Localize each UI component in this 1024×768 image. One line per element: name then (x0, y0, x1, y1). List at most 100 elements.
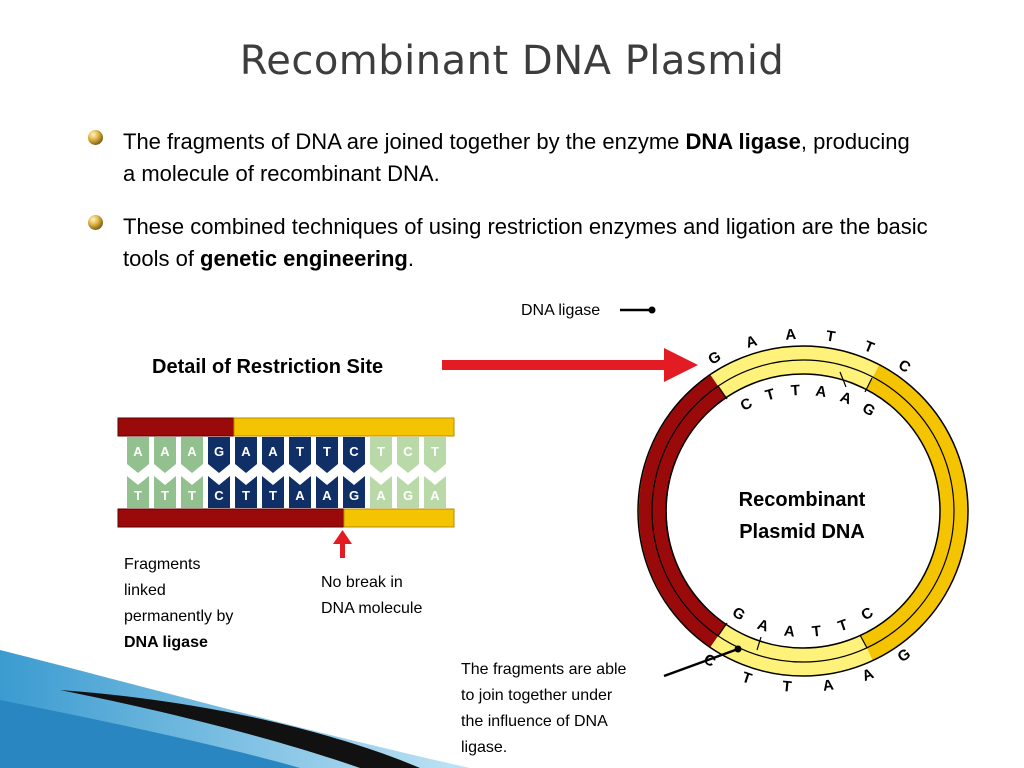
top-base-12: T (424, 437, 446, 473)
bottom-base-letter: A (295, 488, 305, 503)
bottom-caption-line-4: ligase. (461, 739, 508, 756)
top-base-2: A (154, 437, 176, 473)
plasmid-label: Recombinant Plasmid DNA (712, 484, 892, 548)
plasmid-label-line-2: Plasmid DNA (739, 521, 865, 543)
upper-outer-seq-letter-6: C (895, 356, 914, 376)
caption-pointer (663, 645, 742, 678)
bullet-2-post: . (407, 246, 414, 271)
top-base-letter: A (187, 444, 197, 459)
fragments-line-1: Fragments (124, 556, 201, 573)
bottom-base-letter: T (134, 488, 142, 503)
top-base-letter: A (268, 444, 278, 459)
upper-inner-seq-letter-3: T (790, 382, 800, 400)
nobreak-line-2: DNA molecule (321, 600, 423, 617)
top-base-10: T (370, 437, 392, 473)
upper-outer-seq-letter-1: G (705, 348, 724, 369)
bottom-caption-line-3: the influence of DNA (461, 713, 608, 730)
no-break-arrow (333, 530, 352, 558)
bottom-base-6: T (262, 476, 284, 508)
lower-outer-seq-letter-3: T (782, 678, 793, 696)
top-base-5: A (235, 437, 257, 473)
bottom-base-10: A (370, 476, 392, 508)
top-base-letter: C (349, 444, 359, 459)
lower-outer-seq-letter-4: A (822, 676, 835, 694)
bottom-base-letter: T (188, 488, 196, 503)
bottom-base-letter: T (269, 488, 277, 503)
bullet-item-2: These combined techniques of using restr… (88, 211, 928, 275)
top-base-letter: A (241, 444, 251, 459)
upper-outer-seq-letter-2: A (744, 332, 759, 351)
bottom-caption: The fragments are able to join together … (461, 657, 626, 761)
ligase-pointer (620, 306, 656, 314)
top-base-letter: A (133, 444, 143, 459)
bottom-base-12: A (424, 476, 446, 508)
bottom-base-5: T (235, 476, 257, 508)
top-base-letter: G (214, 444, 224, 459)
top-yellow-bar (233, 417, 455, 437)
bullet-2-pre: These combined techniques of using restr… (123, 214, 928, 271)
bottom-base-8: A (316, 476, 338, 508)
lower-inner-seq-letter-4: T (811, 623, 822, 641)
bullet-2-bold: genetic engineering (200, 246, 408, 271)
upper-inner-seq-letter-4: A (814, 383, 827, 401)
bottom-base-letter: G (349, 488, 359, 503)
bullet-1-post: , producing a molecule of recombinant DN… (123, 129, 910, 186)
top-base-11: C (397, 437, 419, 473)
bottom-base-letter: T (242, 488, 250, 503)
top-base-4: G (208, 437, 230, 473)
top-base-letter: T (377, 444, 385, 459)
bottom-caption-line-2: to join together under (461, 687, 613, 704)
top-base-1: A (127, 437, 149, 473)
lower-outer-seq-letter-1: C (700, 651, 718, 671)
decorative-waves (0, 650, 470, 768)
bullet-1-pre: The fragments of DNA are joined together… (123, 129, 686, 154)
fragments-line-2: linked (124, 582, 166, 599)
top-base-3: A (181, 437, 203, 473)
upper-outer-seq-letter-5: T (862, 338, 877, 357)
fragments-line-4: DNA ligase (124, 634, 208, 651)
top-base-letter: T (296, 444, 304, 459)
bottom-base-9: G (343, 476, 365, 508)
plasmid-label-line-1: Recombinant (738, 489, 866, 511)
detail-label: Detail of Restriction Site (152, 356, 384, 378)
bullet-item-1: The fragments of DNA are joined together… (88, 126, 928, 190)
top-base-letter: A (160, 444, 170, 459)
lower-outer-seq-letter-5: A (860, 665, 876, 685)
dna-ligase-label: DNA ligase (521, 302, 601, 319)
bullet-1-bold: DNA ligase (685, 129, 801, 154)
bottom-yellow-bar (343, 508, 455, 528)
bottom-base-7: A (289, 476, 311, 508)
plasmid-ring (637, 345, 969, 677)
top-base-letter: T (323, 444, 331, 459)
top-base-letter: C (403, 444, 413, 459)
bottom-base-letter: A (322, 488, 332, 503)
bottom-base-4: C (208, 476, 230, 508)
bottom-base-3: T (181, 476, 203, 508)
bottom-red-bar (117, 508, 345, 528)
nobreak-line-1: No break in (321, 574, 403, 591)
bottom-base-2: T (154, 476, 176, 508)
lower-outer-seq-letter-2: T (740, 669, 754, 688)
bullet-icon (88, 130, 103, 145)
upper-outer-seq-letter-3: A (785, 326, 797, 344)
top-red-bar (117, 417, 235, 437)
bottom-base-letter: A (376, 488, 386, 503)
bottom-base-letter: T (161, 488, 169, 503)
top-base-7: T (289, 437, 311, 473)
top-base-9: C (343, 437, 365, 473)
nobreak-caption: No break in DNA molecule (321, 570, 422, 622)
bottom-caption-line-1: The fragments are able (461, 661, 627, 678)
restriction-site-arrow (442, 348, 698, 382)
upper-outer-seq-letter-4: T (825, 328, 837, 346)
lower-inner-seq-letter-3: A (783, 623, 796, 641)
top-base-letter: T (431, 444, 439, 459)
upper-inner-seq-letter-2: T (764, 386, 777, 405)
fragments-caption: Fragments linked permanently by DNA liga… (124, 552, 233, 656)
bottom-base-letter: C (214, 488, 224, 503)
bottom-base-letter: G (403, 488, 413, 503)
top-base-6: A (262, 437, 284, 473)
bottom-base-1: T (127, 476, 149, 508)
slide-title: Recombinant DNA Plasmid (239, 38, 785, 84)
